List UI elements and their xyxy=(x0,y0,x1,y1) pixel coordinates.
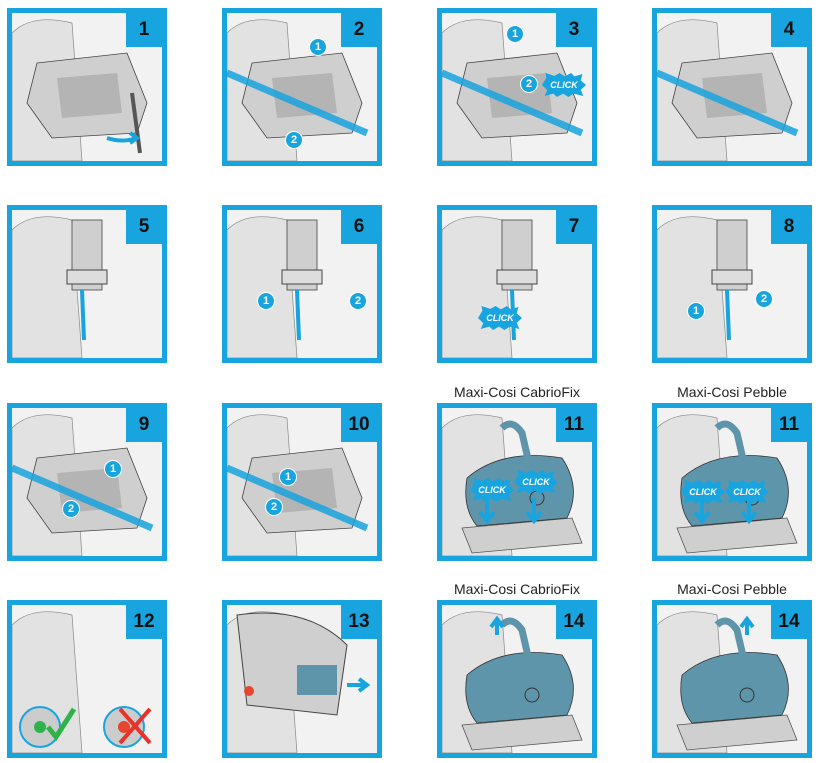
click-burst: CLICK xyxy=(478,306,522,330)
step-marker: 1 xyxy=(687,302,705,320)
step-number: 3 xyxy=(556,13,592,47)
instruction-panel-7: CLICK 7 xyxy=(437,205,597,363)
step-illustration xyxy=(227,605,377,753)
instruction-panel-12: 12 xyxy=(7,600,167,758)
step-marker: 1 xyxy=(279,468,297,486)
step-number: 6 xyxy=(341,210,377,244)
step-number: 1 xyxy=(126,13,162,47)
panel-caption: Maxi-Cosi CabrioFix xyxy=(453,384,581,400)
click-burst: CLICK xyxy=(725,480,769,504)
step-number: 11 xyxy=(771,408,807,442)
click-burst: CLICK xyxy=(514,470,558,494)
step-number: 8 xyxy=(771,210,807,244)
step-marker: 2 xyxy=(755,290,773,308)
instruction-panel-6: 1 2 6 xyxy=(222,205,382,363)
step-number: 9 xyxy=(126,408,162,442)
instruction-panel-14: 14 xyxy=(652,600,812,758)
panel-caption: Maxi-Cosi CabrioFix xyxy=(453,581,581,597)
step-number: 13 xyxy=(341,605,377,639)
step-illustration xyxy=(657,210,807,358)
instruction-panel-9: 1 2 9 xyxy=(7,403,167,561)
step-number: 7 xyxy=(556,210,592,244)
instruction-panel-13: 13 xyxy=(222,600,382,758)
step-number: 11 xyxy=(556,408,592,442)
click-burst: CLICK xyxy=(470,478,514,502)
step-marker: 2 xyxy=(520,75,538,93)
step-marker: 2 xyxy=(265,498,283,516)
step-illustration xyxy=(442,605,592,753)
step-number: 12 xyxy=(126,605,162,639)
step-marker: 2 xyxy=(349,292,367,310)
panel-caption: Maxi-Cosi Pebble xyxy=(677,581,787,597)
step-marker: 1 xyxy=(104,460,122,478)
step-number: 14 xyxy=(556,605,592,639)
step-illustration xyxy=(12,210,162,358)
step-illustration xyxy=(12,408,162,556)
step-marker: 2 xyxy=(62,500,80,518)
step-marker: 1 xyxy=(257,292,275,310)
instruction-panel-1: 1 xyxy=(7,8,167,166)
step-illustration xyxy=(12,13,162,161)
step-marker: 1 xyxy=(506,25,524,43)
step-number: 10 xyxy=(341,408,377,442)
instruction-panel-8: 1 2 8 xyxy=(652,205,812,363)
instruction-panel-4: 4 xyxy=(652,8,812,166)
click-burst: CLICK xyxy=(542,73,586,97)
panel-caption: Maxi-Cosi Pebble xyxy=(677,384,787,400)
step-marker: 1 xyxy=(309,38,327,56)
click-burst: CLICK xyxy=(681,480,725,504)
instruction-panel-3: CLICK 1 2 3 xyxy=(437,8,597,166)
step-number: 14 xyxy=(771,605,807,639)
step-marker: 2 xyxy=(285,131,303,149)
step-number: 5 xyxy=(126,210,162,244)
instruction-panel-14: 14 xyxy=(437,600,597,758)
instruction-panel-10: 2 1 10 xyxy=(222,403,382,561)
step-number: 2 xyxy=(341,13,377,47)
instruction-panel-5: 5 xyxy=(7,205,167,363)
step-number: 4 xyxy=(771,13,807,47)
